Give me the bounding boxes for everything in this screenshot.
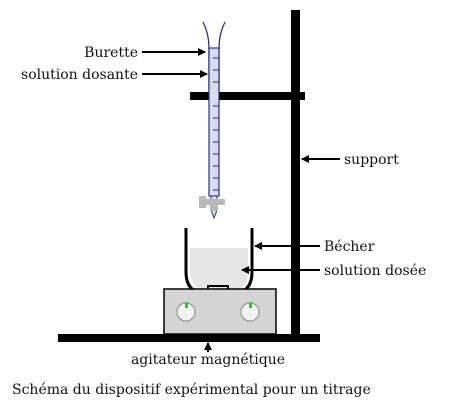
label-becher: Bécher [324,239,375,255]
support-rod [291,10,300,336]
label-support: support [344,152,399,168]
figure-caption: Schéma du dispositif expérimental pour u… [12,382,371,398]
burette-graduations [213,57,219,191]
label-agitateur-magnetique: agitateur magnétique [131,352,285,368]
beaker-solution [190,248,248,290]
stir-bar [207,285,229,290]
label-solution-dosante: solution dosante [21,67,138,83]
stirrer-knob-right[interactable] [240,302,260,322]
stopcock [199,196,225,211]
stirrer-knob-left[interactable] [176,302,196,322]
clamp-arm [190,92,305,100]
label-burette: Burette [84,45,138,61]
bench-base [58,334,320,342]
label-solution-dosee: solution dosée [324,263,426,279]
